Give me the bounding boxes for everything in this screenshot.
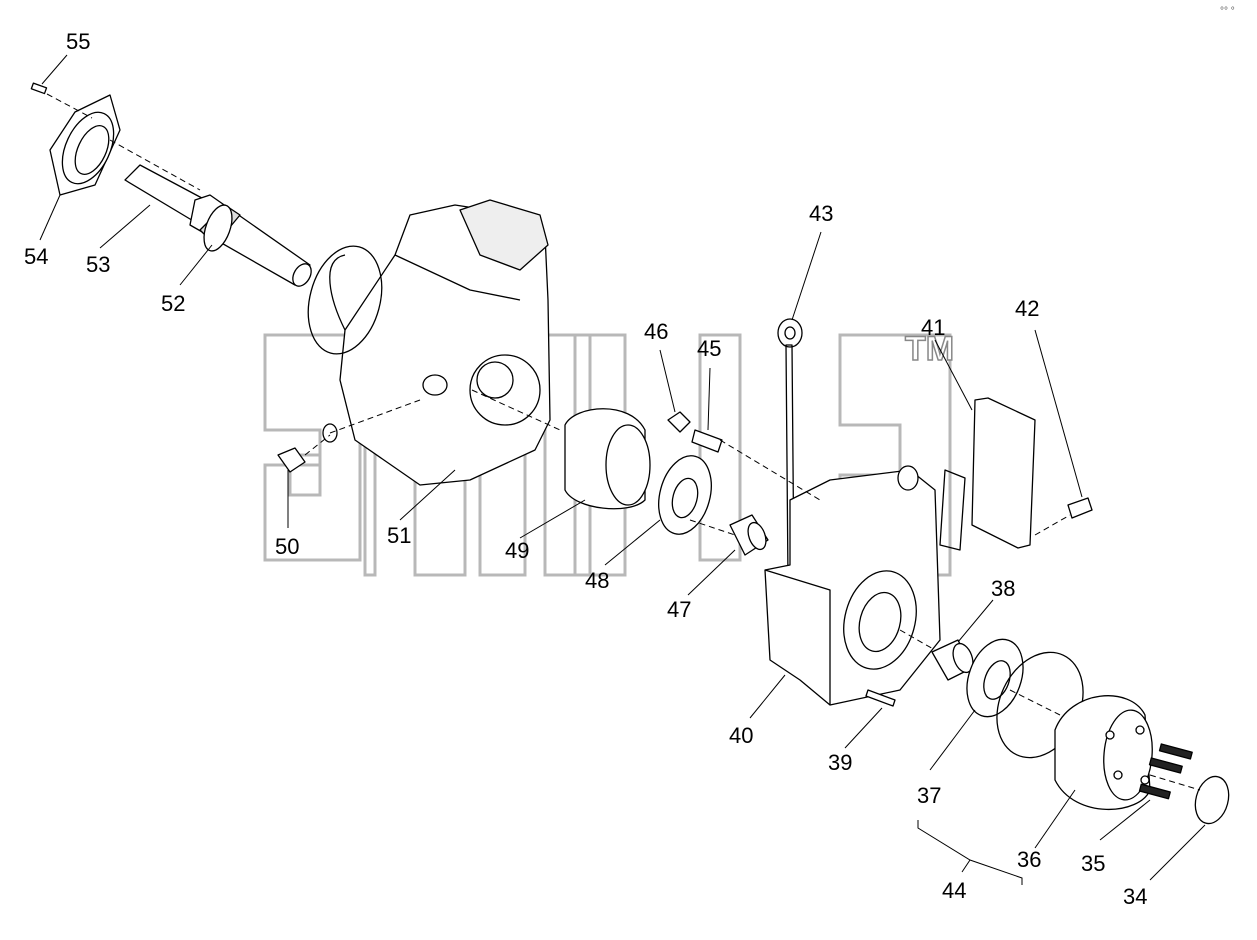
corner-mark: °° °: [1220, 6, 1235, 17]
leader-lines: [39, 54, 1206, 885]
part-49-cylinder-drum: [564, 408, 651, 510]
callout-54: 54: [24, 244, 49, 269]
callout-40: 40: [729, 723, 754, 748]
main-pump-housing: [329, 199, 551, 486]
callout-36: 36: [1017, 847, 1042, 872]
part-41-cover-plate: [971, 397, 1036, 549]
callout-42: 42: [1015, 296, 1040, 321]
callout-47: 47: [667, 597, 692, 622]
part-45-pin: [691, 429, 723, 453]
part-43-eye-bolt: [777, 318, 803, 581]
callout-41: 41: [921, 315, 946, 340]
part-35-pistons: [1138, 743, 1193, 800]
part-55-screw: [30, 82, 48, 95]
part-39-pin: [865, 689, 896, 707]
callout-44: 44: [942, 878, 967, 903]
part-46-nut: [667, 411, 691, 433]
callout-45: 45: [697, 336, 722, 361]
callout-38: 38: [991, 576, 1016, 601]
o-ring-large: [307, 245, 383, 355]
callout-50: 50: [275, 534, 300, 559]
callout-39: 39: [828, 750, 853, 775]
callout-48: 48: [585, 568, 610, 593]
part-40-rear-housing: [764, 465, 941, 706]
callout-52: 52: [161, 291, 186, 316]
small-ring: [322, 423, 338, 443]
part-42-bolt: [1067, 497, 1093, 519]
part-47-needle-bearing: [729, 514, 769, 556]
part-36-cylinder-block: [1054, 695, 1153, 811]
callout-43: 43: [809, 201, 834, 226]
callout-35: 35: [1081, 851, 1106, 876]
part-52-bearing: [203, 204, 233, 252]
callout-53: 53: [86, 252, 111, 277]
callout-37: 37: [917, 783, 942, 808]
gasket-41: [939, 469, 966, 551]
part-48-valve-plate: [658, 455, 712, 535]
part-38-bearing: [931, 639, 974, 681]
callout-46: 46: [644, 319, 669, 344]
part-54-flange-cover: [49, 94, 121, 196]
part-34-cap: [1194, 775, 1230, 825]
part-50-plug: [277, 447, 306, 473]
part-37-valve-plate: [966, 638, 1024, 718]
callout-49: 49: [505, 538, 530, 563]
callout-34: 34: [1123, 884, 1148, 909]
callout-51: 51: [387, 523, 412, 548]
callout-55: 55: [66, 29, 91, 54]
